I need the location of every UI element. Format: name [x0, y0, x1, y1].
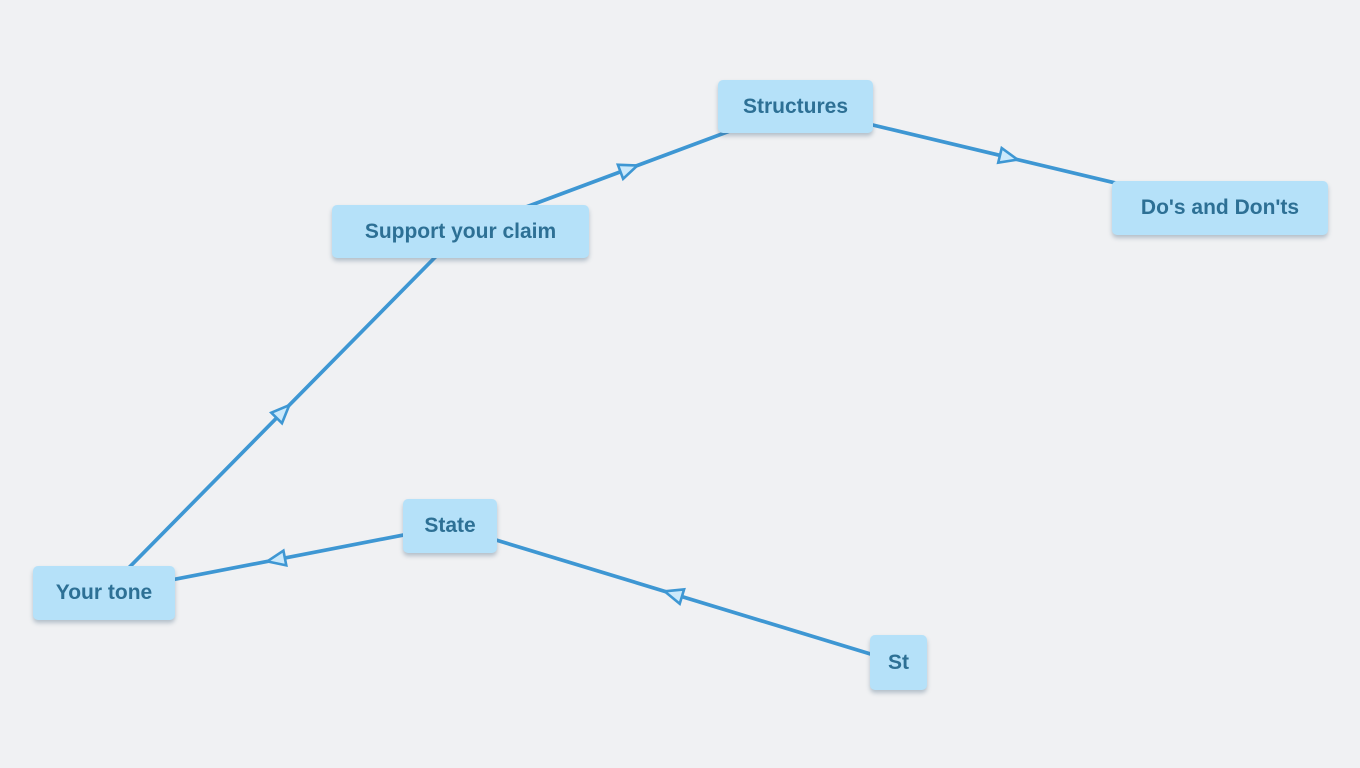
- diagram-node-dos-and-donts[interactable]: Do's and Don'ts: [1112, 181, 1328, 235]
- arrowhead-icon: [661, 587, 686, 606]
- arrowhead-icon: [996, 145, 1021, 165]
- node-label: Do's and Don'ts: [1140, 196, 1300, 219]
- node-label: State: [424, 514, 476, 537]
- node-label: Structures: [742, 94, 849, 118]
- diagram-node-your-tone[interactable]: Your tone: [33, 566, 175, 620]
- diagram-node-structures[interactable]: Structures: [718, 80, 873, 133]
- arrowhead-icon: [615, 163, 641, 182]
- arrowhead-icon: [268, 402, 292, 426]
- edge-your-tone-to-support-your-claim[interactable]: [102, 229, 463, 595]
- diagram-node-st[interactable]: St: [870, 635, 927, 690]
- edge-st-to-state[interactable]: [448, 524, 901, 665]
- diagram-node-support-your-claim[interactable]: Support your claim: [332, 205, 589, 258]
- node-label: Your tone: [55, 581, 153, 604]
- arrowhead-icon: [263, 548, 288, 568]
- diagram-node-state[interactable]: State: [403, 499, 497, 553]
- node-label: Support your claim: [364, 219, 557, 243]
- node-label: St: [888, 650, 909, 674]
